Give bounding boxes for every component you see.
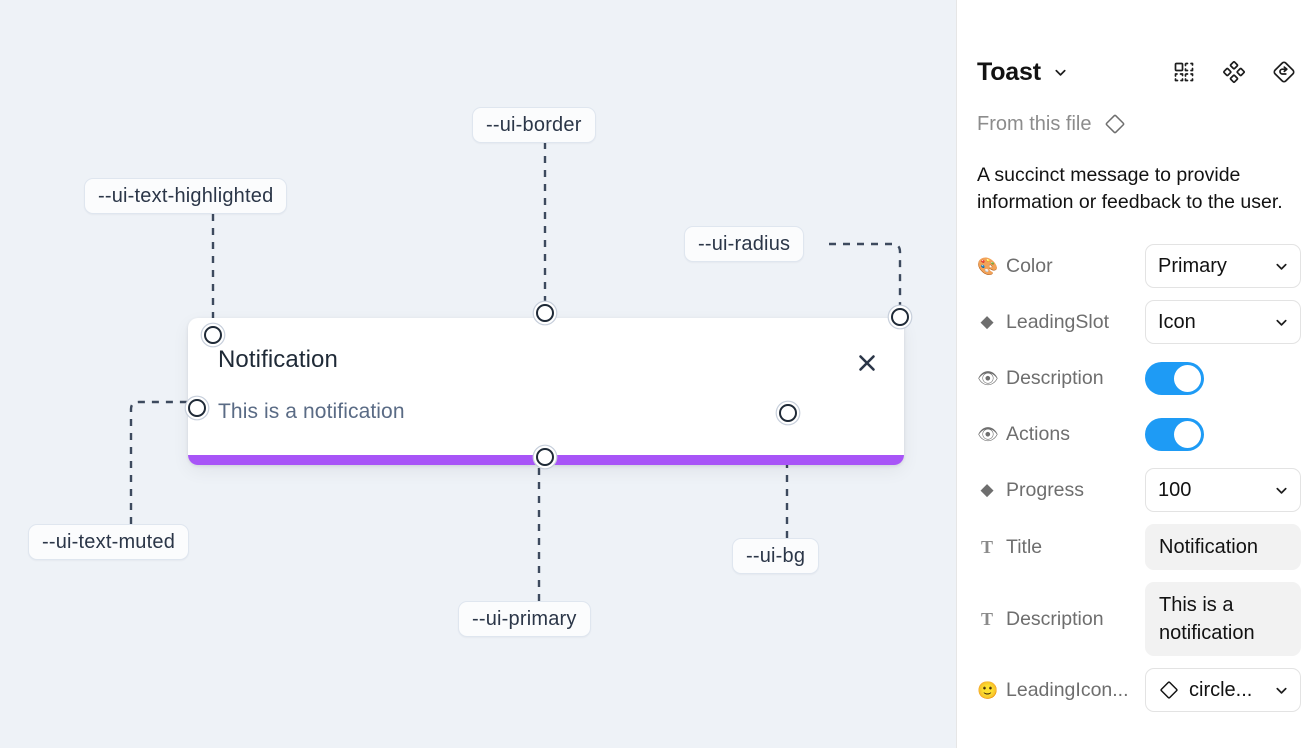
chevron-down-icon [1274, 315, 1289, 330]
text-type-icon: T [980, 609, 993, 629]
property-label-actions: 👁 Actions [977, 422, 1070, 445]
title-input[interactable]: Notification [1145, 524, 1301, 570]
property-row-actions-toggle: 👁 Actions [957, 412, 1312, 456]
toggle-knob [1174, 420, 1201, 448]
property-label-title: T Title [977, 536, 1145, 559]
property-row-description-text: T Description This is a notification [957, 582, 1312, 656]
annotation-ui-text-highlighted[interactable]: --ui-text-highlighted [84, 178, 288, 214]
property-row-title: T Title Notification [957, 524, 1312, 570]
property-row-leadingicon: 🙂 LeadingIcon... circle... [957, 668, 1312, 712]
close-x-icon[interactable] [854, 350, 880, 376]
handle-radius[interactable] [891, 308, 909, 326]
annotation-ui-primary[interactable]: --ui-primary [458, 601, 591, 637]
variants-diamond-icon[interactable] [1221, 59, 1247, 85]
property-label-description-text: T Description [977, 608, 1145, 631]
panel-header: Toast [977, 50, 1297, 94]
handle-bg[interactable] [779, 404, 797, 422]
annotation-ui-radius[interactable]: --ui-radius [684, 226, 805, 262]
property-label-leadingslot: ◆ LeadingSlot [977, 311, 1145, 334]
chevron-down-icon [1274, 483, 1289, 498]
description-input[interactable]: This is a notification [1145, 582, 1301, 656]
diamond-outline-icon [1103, 112, 1127, 136]
chevron-down-icon [1274, 259, 1289, 274]
handle-text-muted[interactable] [188, 399, 206, 417]
component-description: A succinct message to provide informatio… [977, 164, 1283, 213]
component-grid-icon[interactable] [1171, 59, 1197, 85]
smiley-emoji-icon: 🙂 [977, 680, 999, 700]
toggle-knob [1174, 364, 1201, 392]
property-label-color: 🎨 Color [977, 254, 1053, 277]
panel-header-actions [1171, 50, 1297, 94]
property-label-leadingicon: 🙂 LeadingIcon... [977, 678, 1129, 701]
handle-border[interactable] [536, 304, 554, 322]
progress-select[interactable]: 100 [1145, 468, 1301, 512]
property-row-description-toggle: 👁 Description [957, 356, 1312, 400]
toast-component[interactable]: Notification This is a notification [188, 318, 904, 465]
leadingslot-select[interactable]: Icon [1145, 300, 1301, 344]
toast-title: Notification [218, 346, 338, 373]
from-this-file[interactable]: From this file [977, 112, 1127, 136]
actions-toggle[interactable] [1145, 417, 1204, 451]
design-canvas[interactable]: Notification This is a notification --ui… [0, 0, 956, 748]
annotation-ui-border[interactable]: --ui-border [472, 107, 596, 143]
handle-primary[interactable] [536, 448, 554, 466]
property-row-progress: ◆ Progress 100 [957, 468, 1312, 512]
leadingicon-select[interactable]: circle... [1145, 668, 1301, 712]
property-row-color: 🎨 Color Primary [957, 244, 1312, 288]
diamond-outline-icon [1158, 679, 1180, 701]
description-toggle[interactable] [1145, 361, 1204, 395]
properties-panel: Toast [956, 0, 1312, 748]
toast-description: This is a notification [218, 400, 405, 423]
property-rows: 🎨 Color Primary ◆ LeadingSlot [957, 244, 1312, 724]
property-label-description: 👁 Description [977, 366, 1104, 389]
text-type-icon: T [980, 537, 993, 557]
diamond-filled-icon: ◆ [980, 311, 994, 332]
palette-emoji-icon: 🎨 [977, 256, 999, 276]
property-label-progress: ◆ Progress [977, 479, 1145, 502]
chevron-down-icon[interactable] [1053, 65, 1068, 80]
reset-instance-icon[interactable] [1271, 59, 1297, 85]
diamond-filled-icon: ◆ [980, 479, 994, 500]
handle-text-highlighted[interactable] [204, 326, 222, 344]
eye-emoji-icon: 👁 [977, 424, 999, 444]
chevron-down-icon [1274, 683, 1289, 698]
annotation-ui-text-muted[interactable]: --ui-text-muted [28, 524, 190, 560]
from-this-file-label: From this file [977, 112, 1092, 135]
eye-emoji-icon: 👁 [977, 368, 999, 388]
component-name[interactable]: Toast [977, 57, 1041, 86]
property-row-leadingslot: ◆ LeadingSlot Icon [957, 300, 1312, 344]
annotation-ui-bg[interactable]: --ui-bg [732, 538, 820, 574]
color-select[interactable]: Primary [1145, 244, 1301, 288]
